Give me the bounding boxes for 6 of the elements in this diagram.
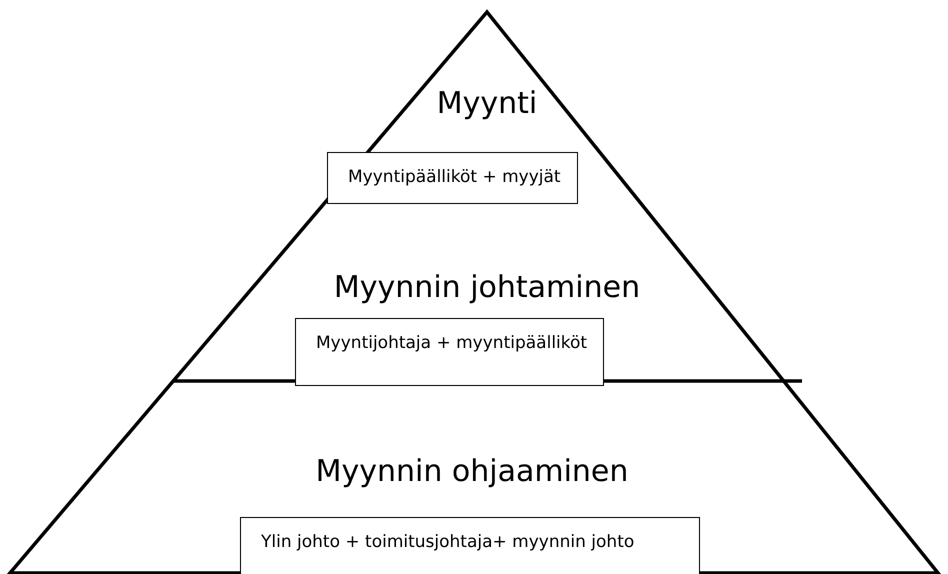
text-box: Myyntijohtaja + myyntipäälliköt (295, 318, 604, 386)
text-box: Ylin johto + toimitusjohtaja+ myynnin johto (240, 517, 700, 574)
text-box: Myyntipäälliköt + myyjät (327, 152, 578, 204)
level-heading: Myynnin johtaminen (334, 270, 640, 305)
level-heading: Myynti (436, 86, 538, 121)
level-heading: Myynnin ohjaaminen (316, 454, 628, 489)
